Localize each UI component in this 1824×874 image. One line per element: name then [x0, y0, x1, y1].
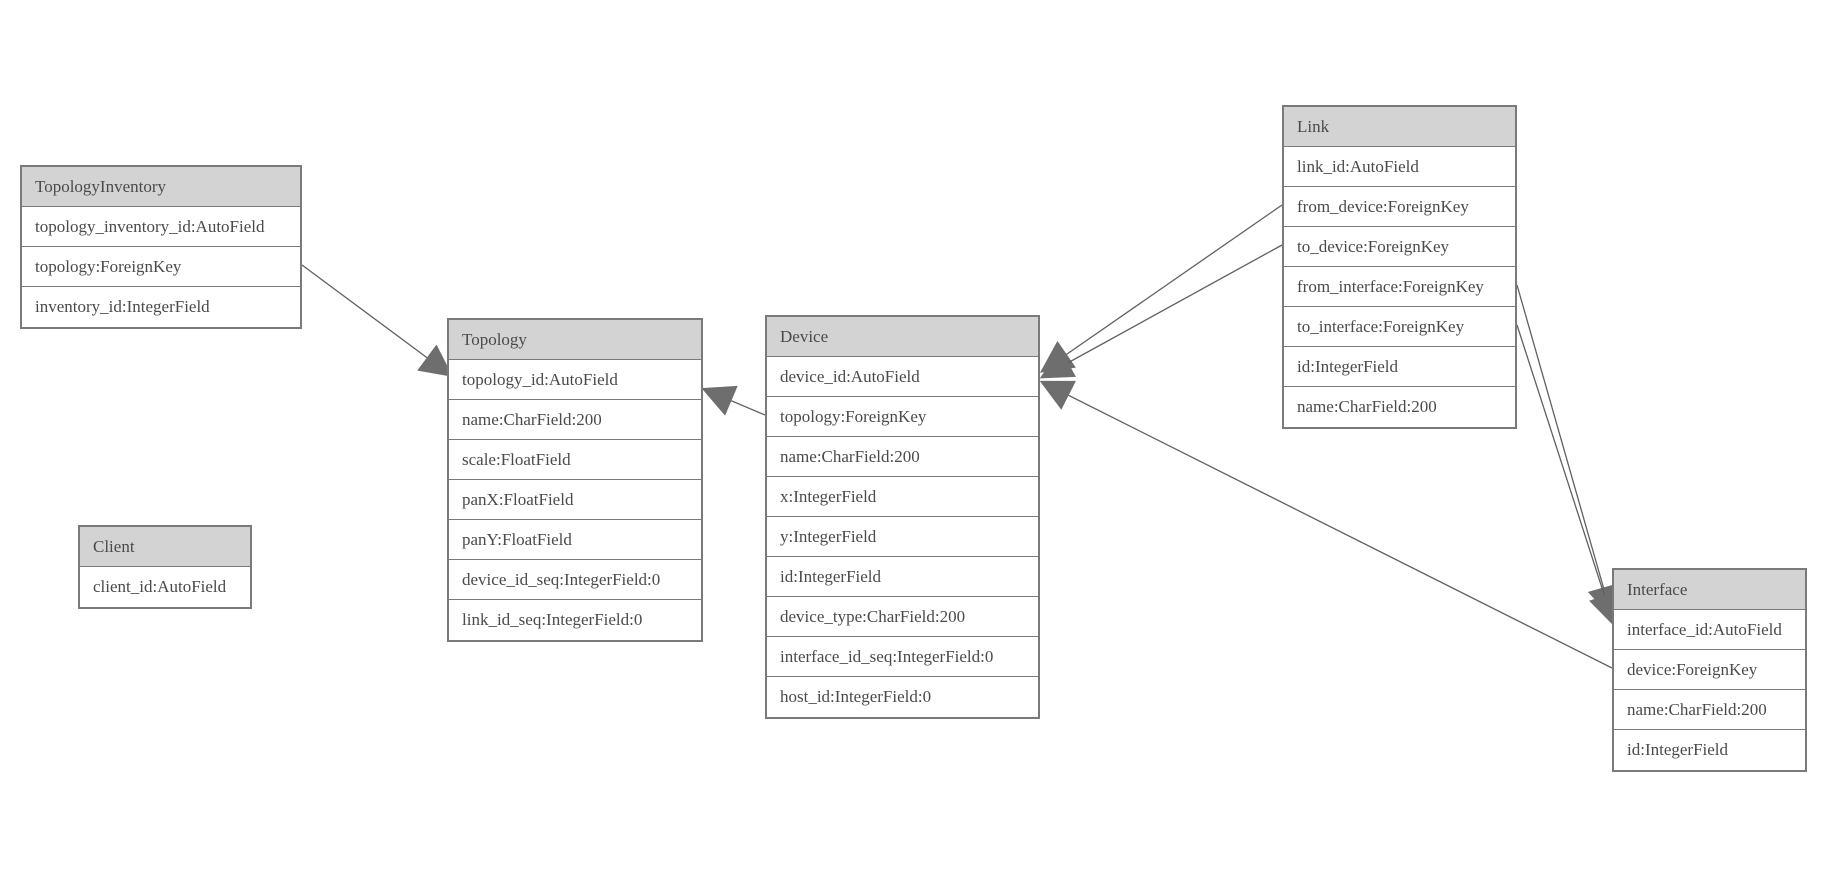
- entity-title: TopologyInventory: [22, 167, 300, 207]
- entity-field-row: device_id:AutoField: [767, 357, 1038, 397]
- entity-field-row: name:CharField:200: [1614, 690, 1805, 730]
- entity-field-row: interface_id_seq:IntegerField:0: [767, 637, 1038, 677]
- entity-field-row: id:IntegerField: [767, 557, 1038, 597]
- entity-field-row: topology:ForeignKey: [767, 397, 1038, 437]
- entity-field-row: link_id:AutoField: [1284, 147, 1515, 187]
- entity-field-row: link_id_seq:IntegerField:0: [449, 600, 701, 640]
- entity-title: Client: [80, 527, 250, 567]
- entity-title: Interface: [1614, 570, 1805, 610]
- entity-field-row: device:ForeignKey: [1614, 650, 1805, 690]
- entity-field-row: name:CharField:200: [1284, 387, 1515, 427]
- entity-title: Link: [1284, 107, 1515, 147]
- entity-field-row: panX:FloatField: [449, 480, 701, 520]
- entity-field-row: device_id_seq:IntegerField:0: [449, 560, 701, 600]
- entity-field-row: from_device:ForeignKey: [1284, 187, 1515, 227]
- entity-field-row: client_id:AutoField: [80, 567, 250, 607]
- entity-field-row: inventory_id:IntegerField: [22, 287, 300, 327]
- entity-title: Topology: [449, 320, 701, 360]
- entity-field-row: host_id:IntegerField:0: [767, 677, 1038, 717]
- relation-link-to-device-to-device: [1039, 244, 1283, 379]
- entity-field-row: y:IntegerField: [767, 517, 1038, 557]
- entity-field-row: scale:FloatField: [449, 440, 701, 480]
- entity-field-row: to_interface:ForeignKey: [1284, 307, 1515, 347]
- entity-field-row: name:CharField:200: [767, 437, 1038, 477]
- entity-field-row: topology:ForeignKey: [22, 247, 300, 287]
- entity-field-row: topology_id:AutoField: [449, 360, 701, 400]
- relation-topologyinventory-topology-to-topology: [301, 264, 453, 377]
- relation-link-to-interface-to-interface: [1516, 324, 1620, 627]
- entity-field-row: topology_inventory_id:AutoField: [22, 207, 300, 247]
- relation-link-from-interface-to-interface: [1516, 284, 1620, 619]
- entity-title: Device: [767, 317, 1038, 357]
- entity-field-row: id:IntegerField: [1284, 347, 1515, 387]
- entity-field-row: interface_id:AutoField: [1614, 610, 1805, 650]
- entity-field-row: from_interface:ForeignKey: [1284, 267, 1515, 307]
- entity-field-row: device_type:CharField:200: [767, 597, 1038, 637]
- entity-field-row: name:CharField:200: [449, 400, 701, 440]
- entity-field-row: id:IntegerField: [1614, 730, 1805, 770]
- entity-field-row: panY:FloatField: [449, 520, 701, 560]
- relation-interface-device-to-device: [1039, 380, 1613, 669]
- entity-field-row: to_device:ForeignKey: [1284, 227, 1515, 267]
- relation-device-topology-to-topology: [701, 385, 766, 416]
- relation-link-from-device-to-device: [1039, 204, 1283, 373]
- entity-field-row: x:IntegerField: [767, 477, 1038, 517]
